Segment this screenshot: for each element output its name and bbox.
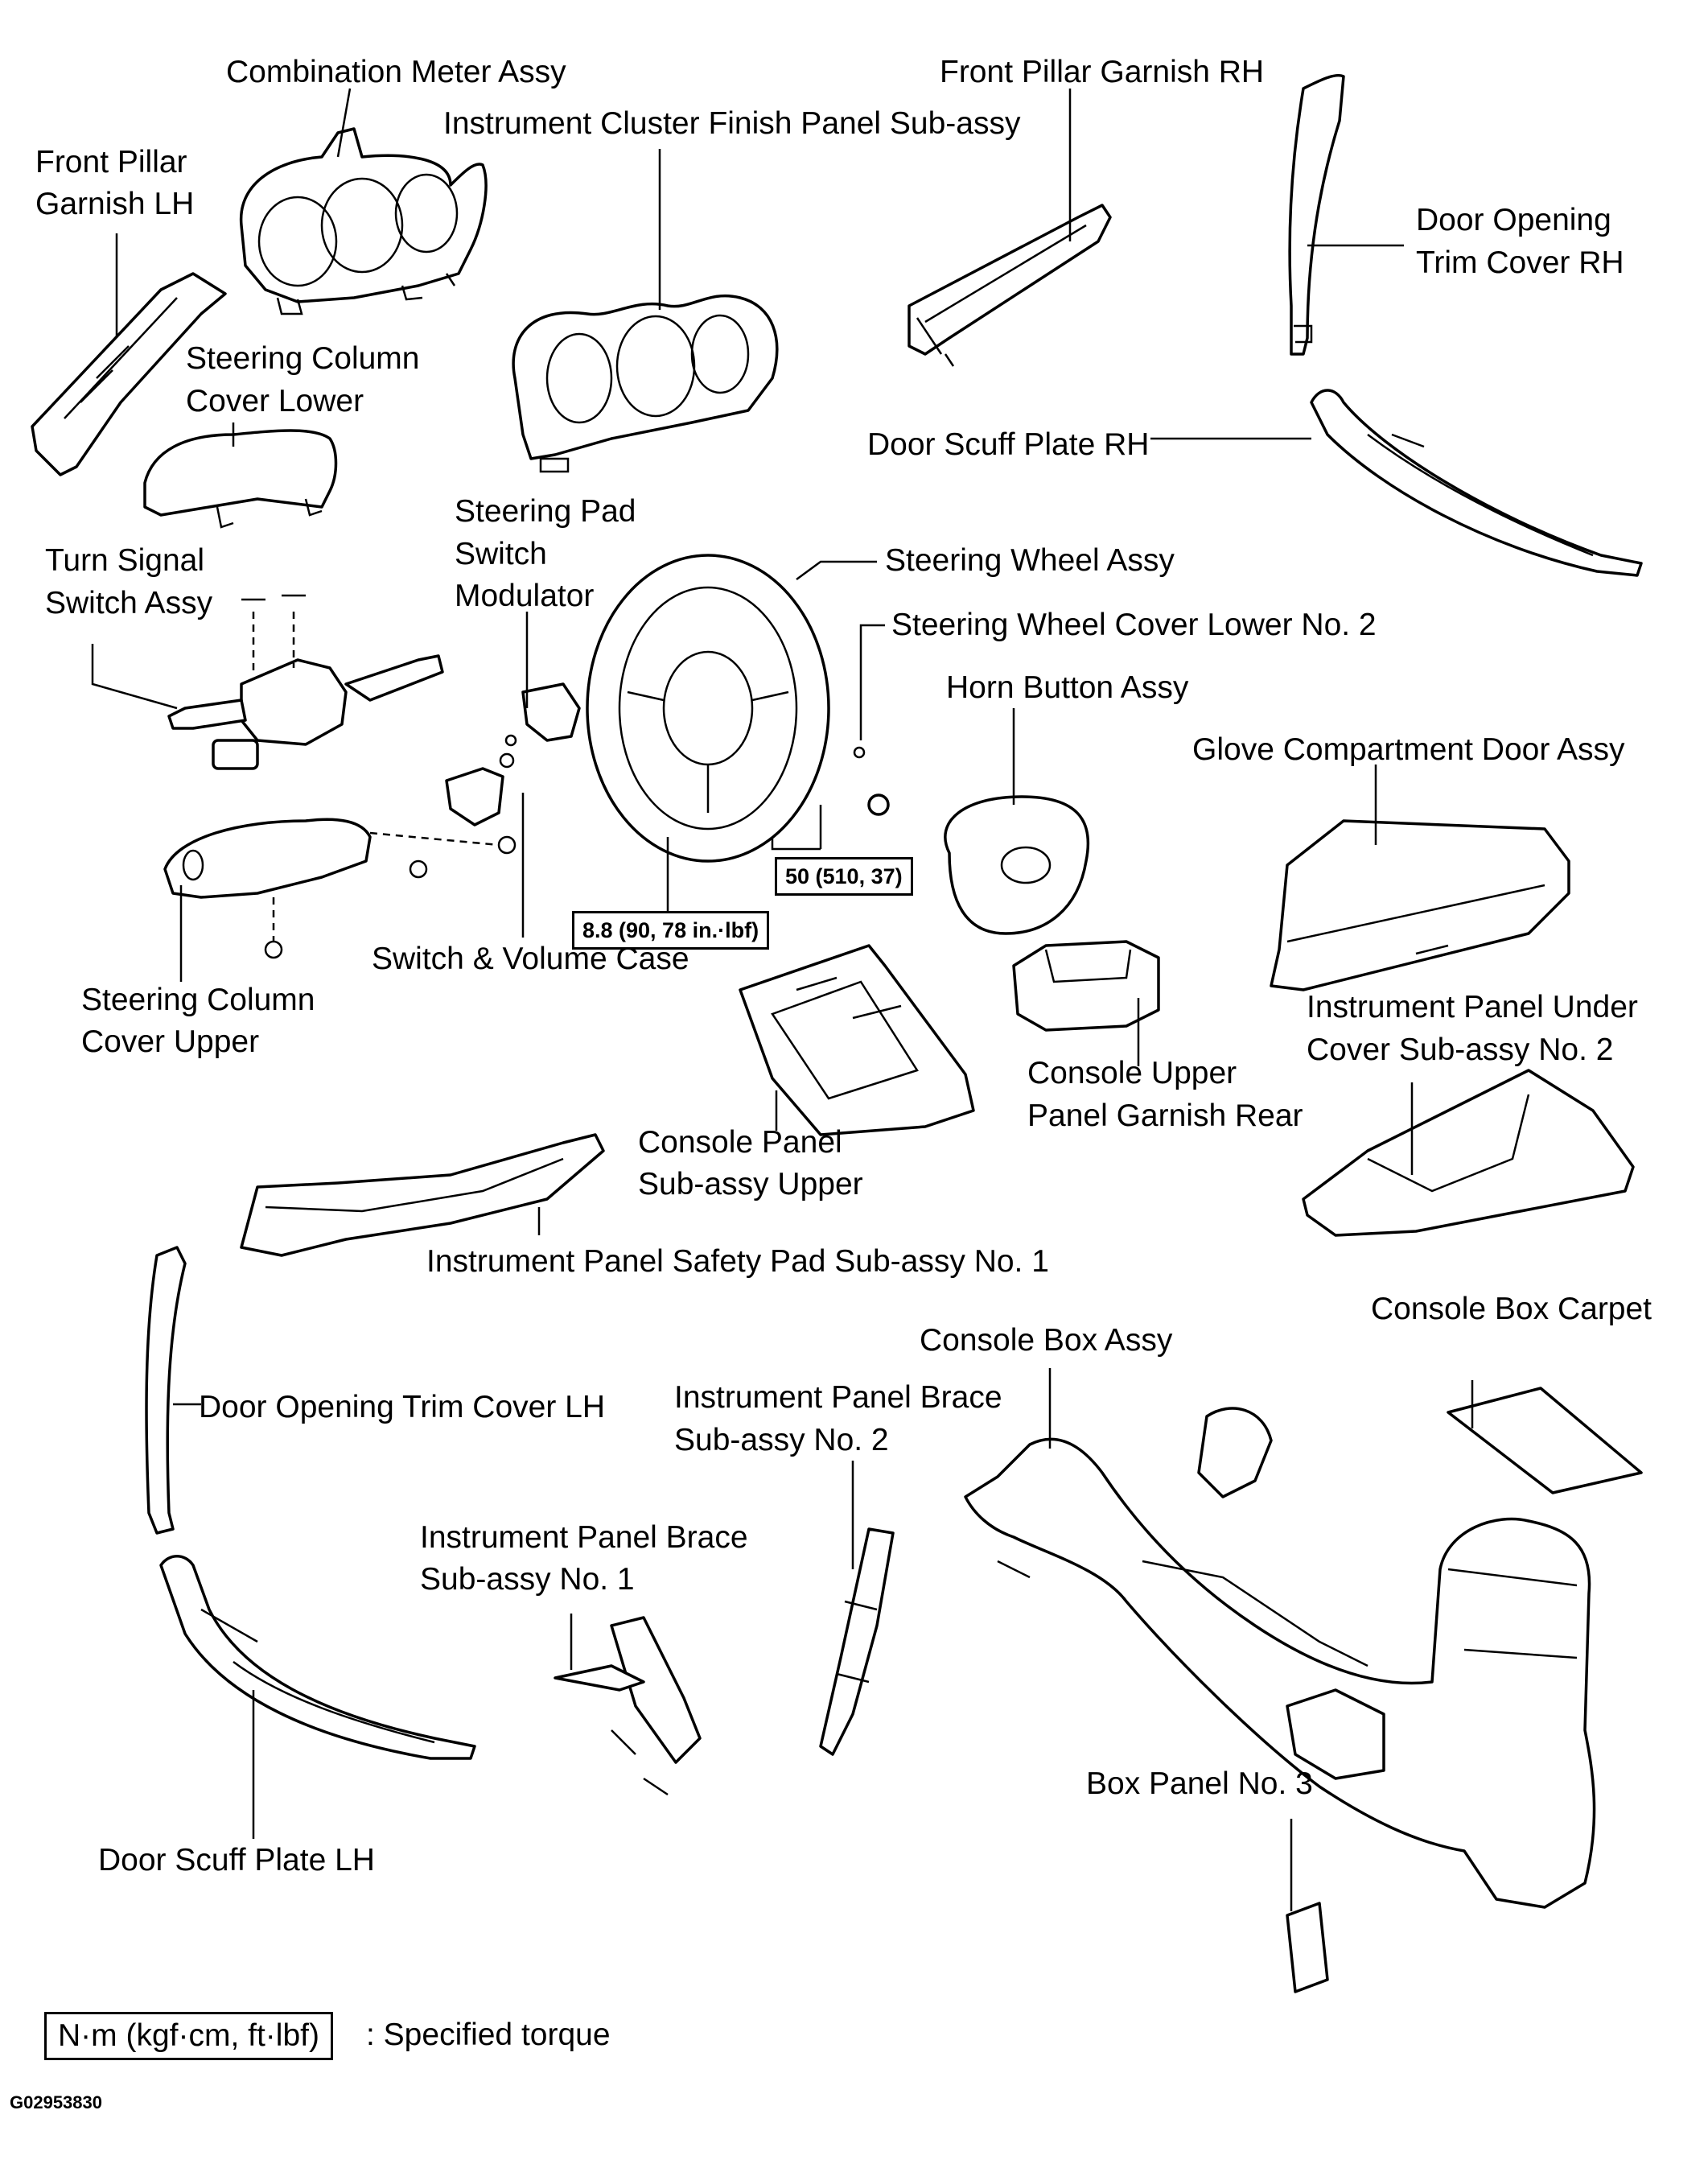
label-console-panel-2: Sub-assy Upper — [638, 1167, 863, 1201]
label-console-box-carpet: Console Box Carpet — [1371, 1292, 1652, 1326]
label-col-upper-2: Cover Upper — [81, 1024, 260, 1059]
label-col-upper-1: Steering Column — [81, 983, 315, 1017]
label-box-panel: Box Panel No. 3 — [1086, 1766, 1313, 1801]
label-console-garnish-1: Console Upper — [1027, 1056, 1237, 1090]
label-front-pillar-lh-2: Garnish LH — [35, 187, 195, 221]
torque-column-bolt: 8.8 (90, 78 in.·lbf) — [572, 911, 770, 950]
label-door-scuff-lh: Door Scuff Plate LH — [98, 1843, 375, 1877]
combination-meter-part — [239, 127, 488, 315]
label-door-scuff-rh: Door Scuff Plate RH — [867, 427, 1150, 462]
brace-no1-part — [554, 1616, 702, 1796]
console-box-carpet-part — [1447, 1387, 1643, 1494]
legend-unit-box: N·m (kgf·cm, ft·lbf) — [44, 2012, 333, 2060]
front-pillar-rh-part — [908, 204, 1112, 367]
label-pad-switch-2: Switch — [455, 537, 547, 571]
label-glove-door: Glove Compartment Door Assy — [1192, 732, 1625, 767]
door-scuff-rh-part — [1310, 389, 1643, 577]
label-pad-switch-1: Steering Pad — [455, 494, 636, 529]
label-front-pillar-lh-1: Front Pillar — [35, 145, 187, 179]
label-brace1-2: Sub-assy No. 1 — [420, 1562, 635, 1597]
label-brace1-1: Instrument Panel Brace — [420, 1520, 748, 1555]
label-finish-panel: Instrument Cluster Finish Panel Sub-assy — [443, 106, 1021, 141]
label-brace2-2: Sub-assy No. 2 — [674, 1423, 889, 1457]
door-scuff-lh-part — [159, 1555, 476, 1760]
column-cover-lower-part — [143, 429, 338, 529]
label-door-trim-rh-1: Door Opening — [1416, 203, 1611, 237]
turn-signal-switch-part — [167, 594, 444, 770]
label-front-pillar-rh: Front Pillar Garnish RH — [940, 55, 1265, 89]
switch-volume-case-part — [445, 767, 504, 826]
label-turn-signal-1: Turn Signal — [45, 543, 204, 578]
finish-panel-part — [512, 294, 779, 473]
label-door-trim-rh-2: Trim Cover RH — [1416, 245, 1624, 280]
front-pillar-lh-part — [31, 272, 227, 476]
label-col-lower-1: Steering Column — [186, 341, 420, 376]
column-cover-upper-part — [163, 818, 517, 959]
label-combination-meter: Combination Meter Assy — [226, 55, 566, 89]
label-wheel-cover: Steering Wheel Cover Lower No. 2 — [891, 608, 1377, 642]
legend-text: : Specified torque — [366, 2018, 611, 2052]
steering-wheel-part — [586, 554, 830, 863]
label-horn-button: Horn Button Assy — [946, 670, 1189, 705]
leader-lines — [91, 88, 1474, 1911]
label-col-lower-2: Cover Lower — [186, 384, 364, 418]
label-brace2-1: Instrument Panel Brace — [674, 1380, 1002, 1415]
label-under-cover-1: Instrument Panel Under — [1307, 990, 1638, 1024]
label-pad-switch-3: Modulator — [455, 579, 595, 613]
glove-door-part — [1270, 819, 1570, 991]
door-trim-lh-part — [145, 1246, 187, 1535]
console-box-part — [964, 1407, 1596, 1993]
label-safety-pad: Instrument Panel Safety Pad Sub-assy No.… — [426, 1244, 1049, 1279]
label-console-garnish-2: Panel Garnish Rear — [1027, 1098, 1303, 1133]
safety-pad-part — [240, 1133, 605, 1257]
figure-code: G02953830 — [10, 2092, 102, 2112]
console-garnish-rear-part — [1012, 940, 1160, 1032]
under-cover-no2-part — [1302, 1069, 1635, 1237]
label-door-trim-lh: Door Opening Trim Cover LH — [199, 1390, 606, 1424]
label-turn-signal-2: Switch Assy — [45, 586, 213, 620]
console-panel-upper-part — [739, 944, 975, 1136]
brace-no2-part — [819, 1527, 895, 1756]
door-trim-rh-part — [1288, 74, 1345, 356]
label-steering-wheel: Steering Wheel Assy — [885, 543, 1175, 578]
label-console-box: Console Box Assy — [920, 1323, 1173, 1358]
label-console-panel-1: Console Panel — [638, 1125, 842, 1160]
label-under-cover-2: Cover Sub-assy No. 2 — [1307, 1032, 1614, 1067]
horn-button-part — [853, 746, 1090, 935]
pad-switch-modulator-part — [499, 682, 581, 769]
torque-wheel-nut: 50 (510, 37) — [775, 857, 913, 896]
